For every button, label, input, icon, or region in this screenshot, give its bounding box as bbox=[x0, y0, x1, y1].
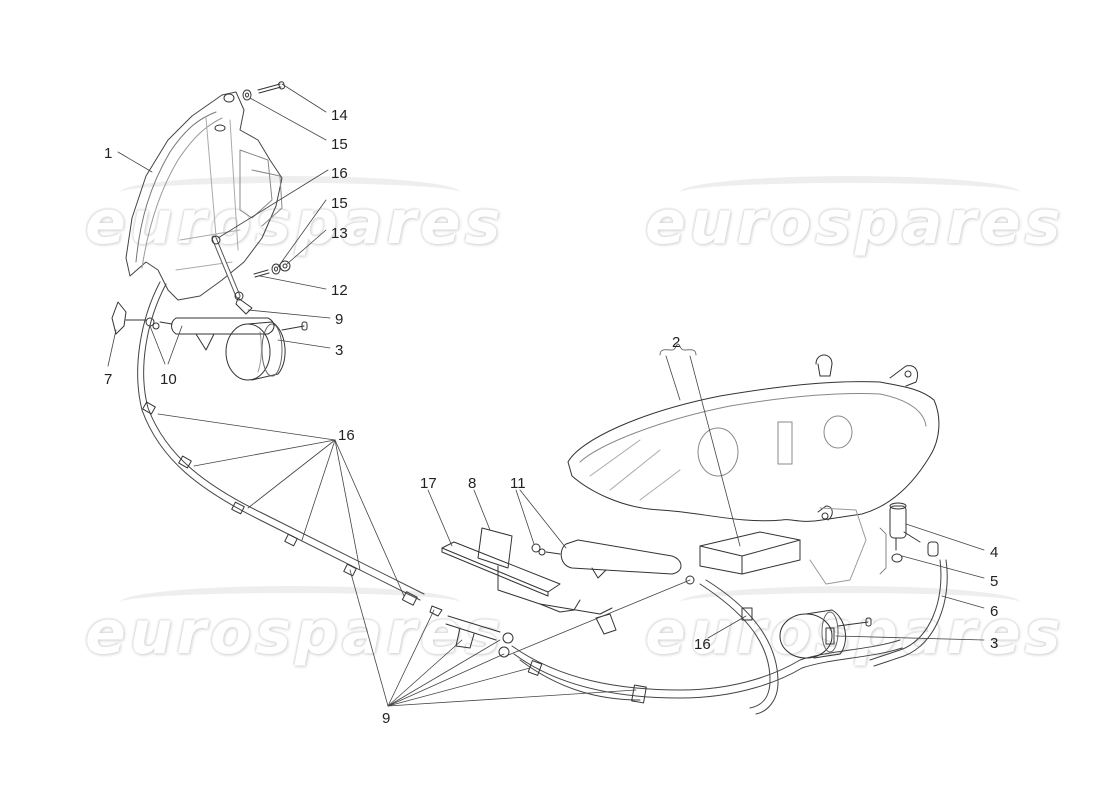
callout-16: 16 bbox=[331, 165, 348, 182]
callout-1: 1 bbox=[104, 145, 113, 162]
callout-15: 15 bbox=[331, 195, 348, 212]
washer-hose-icon bbox=[137, 281, 903, 704]
callout-3: 3 bbox=[990, 635, 999, 652]
hose-clip-icon bbox=[235, 297, 253, 315]
washer-icon bbox=[242, 89, 252, 101]
leader-lines bbox=[107, 83, 985, 707]
callout-4: 4 bbox=[990, 544, 999, 561]
right-headlight-icon bbox=[567, 354, 940, 585]
callout-13: 13 bbox=[331, 225, 348, 242]
grommet-icon bbox=[891, 553, 903, 563]
left-headlight-icon bbox=[125, 91, 283, 301]
screw-icon bbox=[257, 81, 285, 94]
callout-16: 16 bbox=[338, 427, 355, 444]
callout-9: 9 bbox=[335, 311, 344, 328]
callout-9: 9 bbox=[382, 710, 391, 727]
washer-pump-icon bbox=[889, 502, 939, 557]
callout-5: 5 bbox=[990, 573, 999, 590]
washer-icon bbox=[271, 263, 281, 275]
callout-15: 15 bbox=[331, 136, 348, 153]
callout-16: 16 bbox=[694, 636, 711, 653]
callout-11: 11 bbox=[510, 475, 526, 492]
nut-icon bbox=[279, 260, 291, 272]
fog-lamp-icon bbox=[779, 609, 872, 659]
callout-3: 3 bbox=[335, 342, 344, 359]
fog-lamp-icon bbox=[225, 321, 308, 381]
callout-12: 12 bbox=[331, 282, 348, 299]
bracket-icon bbox=[441, 541, 617, 635]
callout-7: 7 bbox=[104, 371, 113, 388]
callout-2: 2 bbox=[672, 334, 681, 351]
stud-icon bbox=[253, 269, 270, 278]
callout-17: 17 bbox=[420, 475, 437, 492]
washer-jet-icon bbox=[145, 317, 275, 351]
nozzle-cover-icon bbox=[111, 301, 147, 335]
washer-jet-icon bbox=[531, 539, 682, 579]
callout-8: 8 bbox=[468, 475, 477, 492]
nozzle-cover-icon bbox=[477, 527, 513, 569]
callout-14: 14 bbox=[331, 107, 348, 124]
callout-6: 6 bbox=[990, 603, 999, 620]
washer-hose-icon bbox=[685, 559, 948, 715]
callout-10: 10 bbox=[160, 371, 177, 388]
